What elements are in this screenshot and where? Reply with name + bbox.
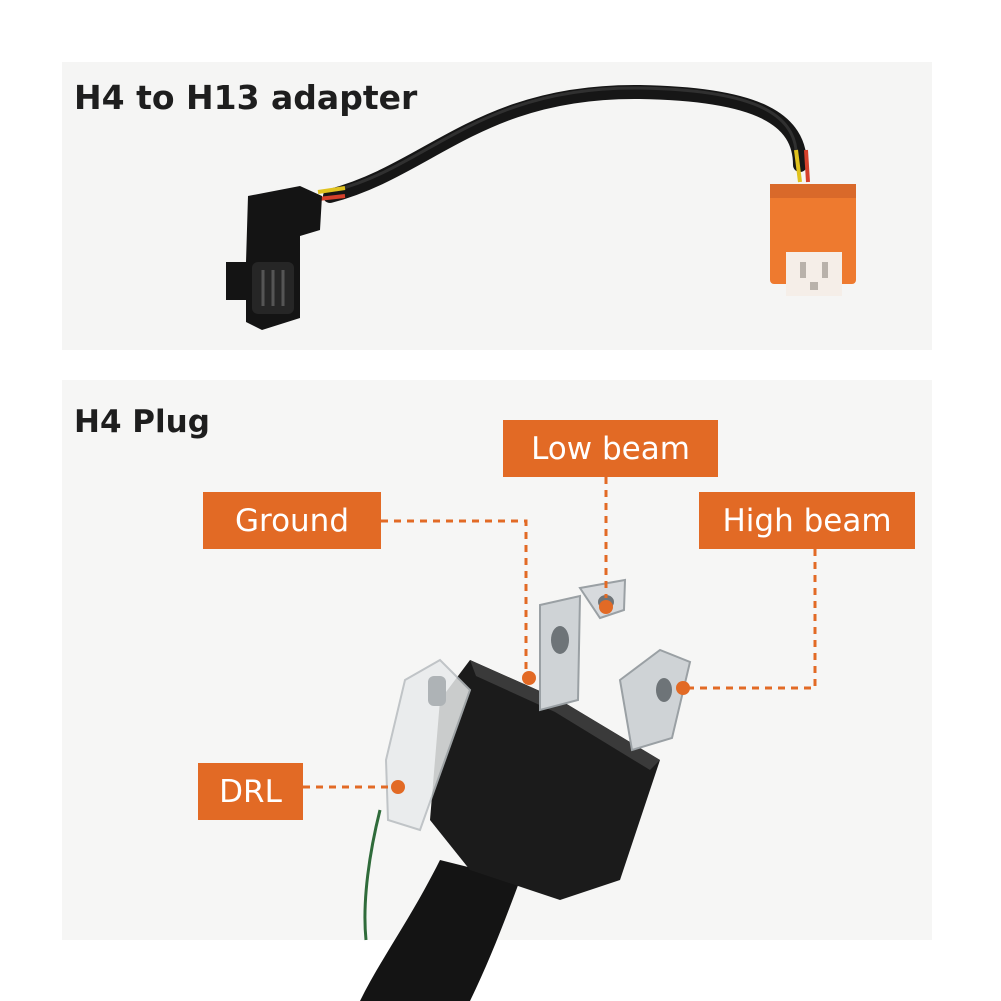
ground-label: Ground — [203, 492, 381, 549]
high-beam-label: High beam — [699, 492, 915, 549]
low-beam-label: Low beam — [503, 420, 718, 477]
h13-connector-icon — [770, 184, 856, 296]
drl-label: DRL — [198, 763, 303, 820]
callout-dots — [391, 600, 690, 794]
adapter-cable — [317, 84, 810, 203]
callout-leaders — [303, 477, 817, 789]
h4-adapter-connector-icon — [226, 186, 322, 330]
plug-title: H4 Plug — [74, 404, 210, 440]
adapter-title: H4 to H13 adapter — [74, 78, 418, 117]
h4-plug-icon — [360, 578, 692, 1001]
